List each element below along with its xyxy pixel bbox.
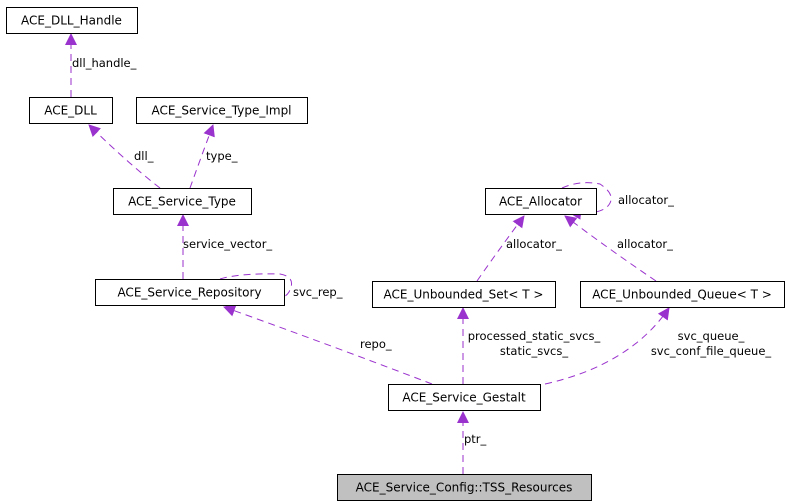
node-box[interactable]	[113, 188, 252, 215]
edge-label: allocator_	[617, 237, 673, 251]
edge-gestalt-to-repository	[223, 305, 433, 385]
node-box[interactable]	[337, 474, 592, 501]
edge-allocator-to-allocator	[561, 182, 612, 220]
node-box[interactable]	[95, 279, 285, 306]
edge-label: processed_static_svcs_	[468, 329, 601, 343]
node-repository[interactable]: ACE_Service_Repository	[95, 279, 285, 306]
node-box[interactable]	[372, 281, 556, 308]
node-box[interactable]	[136, 97, 308, 124]
node-unbounded-set[interactable]: ACE_Unbounded_Set< T >	[372, 281, 556, 308]
node-label: ACE_Unbounded_Set< T >	[384, 288, 544, 302]
node-allocator[interactable]: ACE_Allocator	[485, 188, 597, 215]
node-label: ACE_Service_Gestalt	[402, 391, 526, 405]
node-box[interactable]	[6, 7, 138, 34]
node-box[interactable]	[580, 281, 785, 308]
node-unbounded-queue[interactable]: ACE_Unbounded_Queue< T >	[580, 281, 785, 308]
edge-label: service_vector_	[183, 237, 272, 251]
node-dll-handle[interactable]: ACE_DLL_Handle	[6, 7, 138, 34]
edge-label: type_	[206, 149, 238, 163]
node-service-type[interactable]: ACE_Service_Type	[113, 188, 252, 215]
node-box[interactable]	[29, 97, 113, 124]
node-label: ACE_Unbounded_Queue< T >	[592, 288, 772, 302]
edge-label: ptr_	[464, 432, 487, 446]
node-dll[interactable]: ACE_DLL	[29, 97, 113, 124]
node-label: ACE_Service_Config::TSS_Resources	[356, 481, 573, 495]
edge-label: svc_rep_	[293, 285, 343, 299]
edge-gestalt-to-unbounded_queue	[544, 307, 670, 385]
node-label: ACE_Allocator	[499, 195, 582, 209]
node-label: ACE_Service_Type	[128, 195, 236, 209]
edge-service_type-to-dll	[88, 124, 161, 189]
node-type-impl[interactable]: ACE_Service_Type_Impl	[136, 97, 308, 124]
node-box[interactable]	[485, 188, 597, 215]
edge-label: allocator_	[618, 193, 674, 207]
node-tss-resources[interactable]: ACE_Service_Config::TSS_Resources	[337, 474, 592, 501]
node-label: ACE_Service_Repository	[117, 286, 261, 300]
edge-label: repo_	[360, 337, 392, 351]
edge-label: dll_	[134, 149, 154, 163]
edge-unbounded_set-to-allocator	[476, 215, 525, 282]
node-label: ACE_DLL	[44, 104, 97, 118]
edge-label: svc_conf_file_queue_	[651, 344, 772, 358]
node-gestalt[interactable]: ACE_Service_Gestalt	[388, 384, 541, 411]
node-label: ACE_DLL_Handle	[21, 14, 122, 28]
node-box[interactable]	[388, 384, 541, 411]
edge-label: svc_queue_	[678, 329, 745, 343]
edge-unbounded_queue-to-allocator	[564, 215, 657, 282]
node-label: ACE_Service_Type_Impl	[151, 104, 291, 118]
edge-label: dll_handle_	[72, 56, 137, 70]
edge-service_type-to-type_impl	[189, 124, 215, 189]
edge-label: allocator_	[506, 237, 562, 251]
edge-label: static_svcs_	[500, 344, 568, 358]
